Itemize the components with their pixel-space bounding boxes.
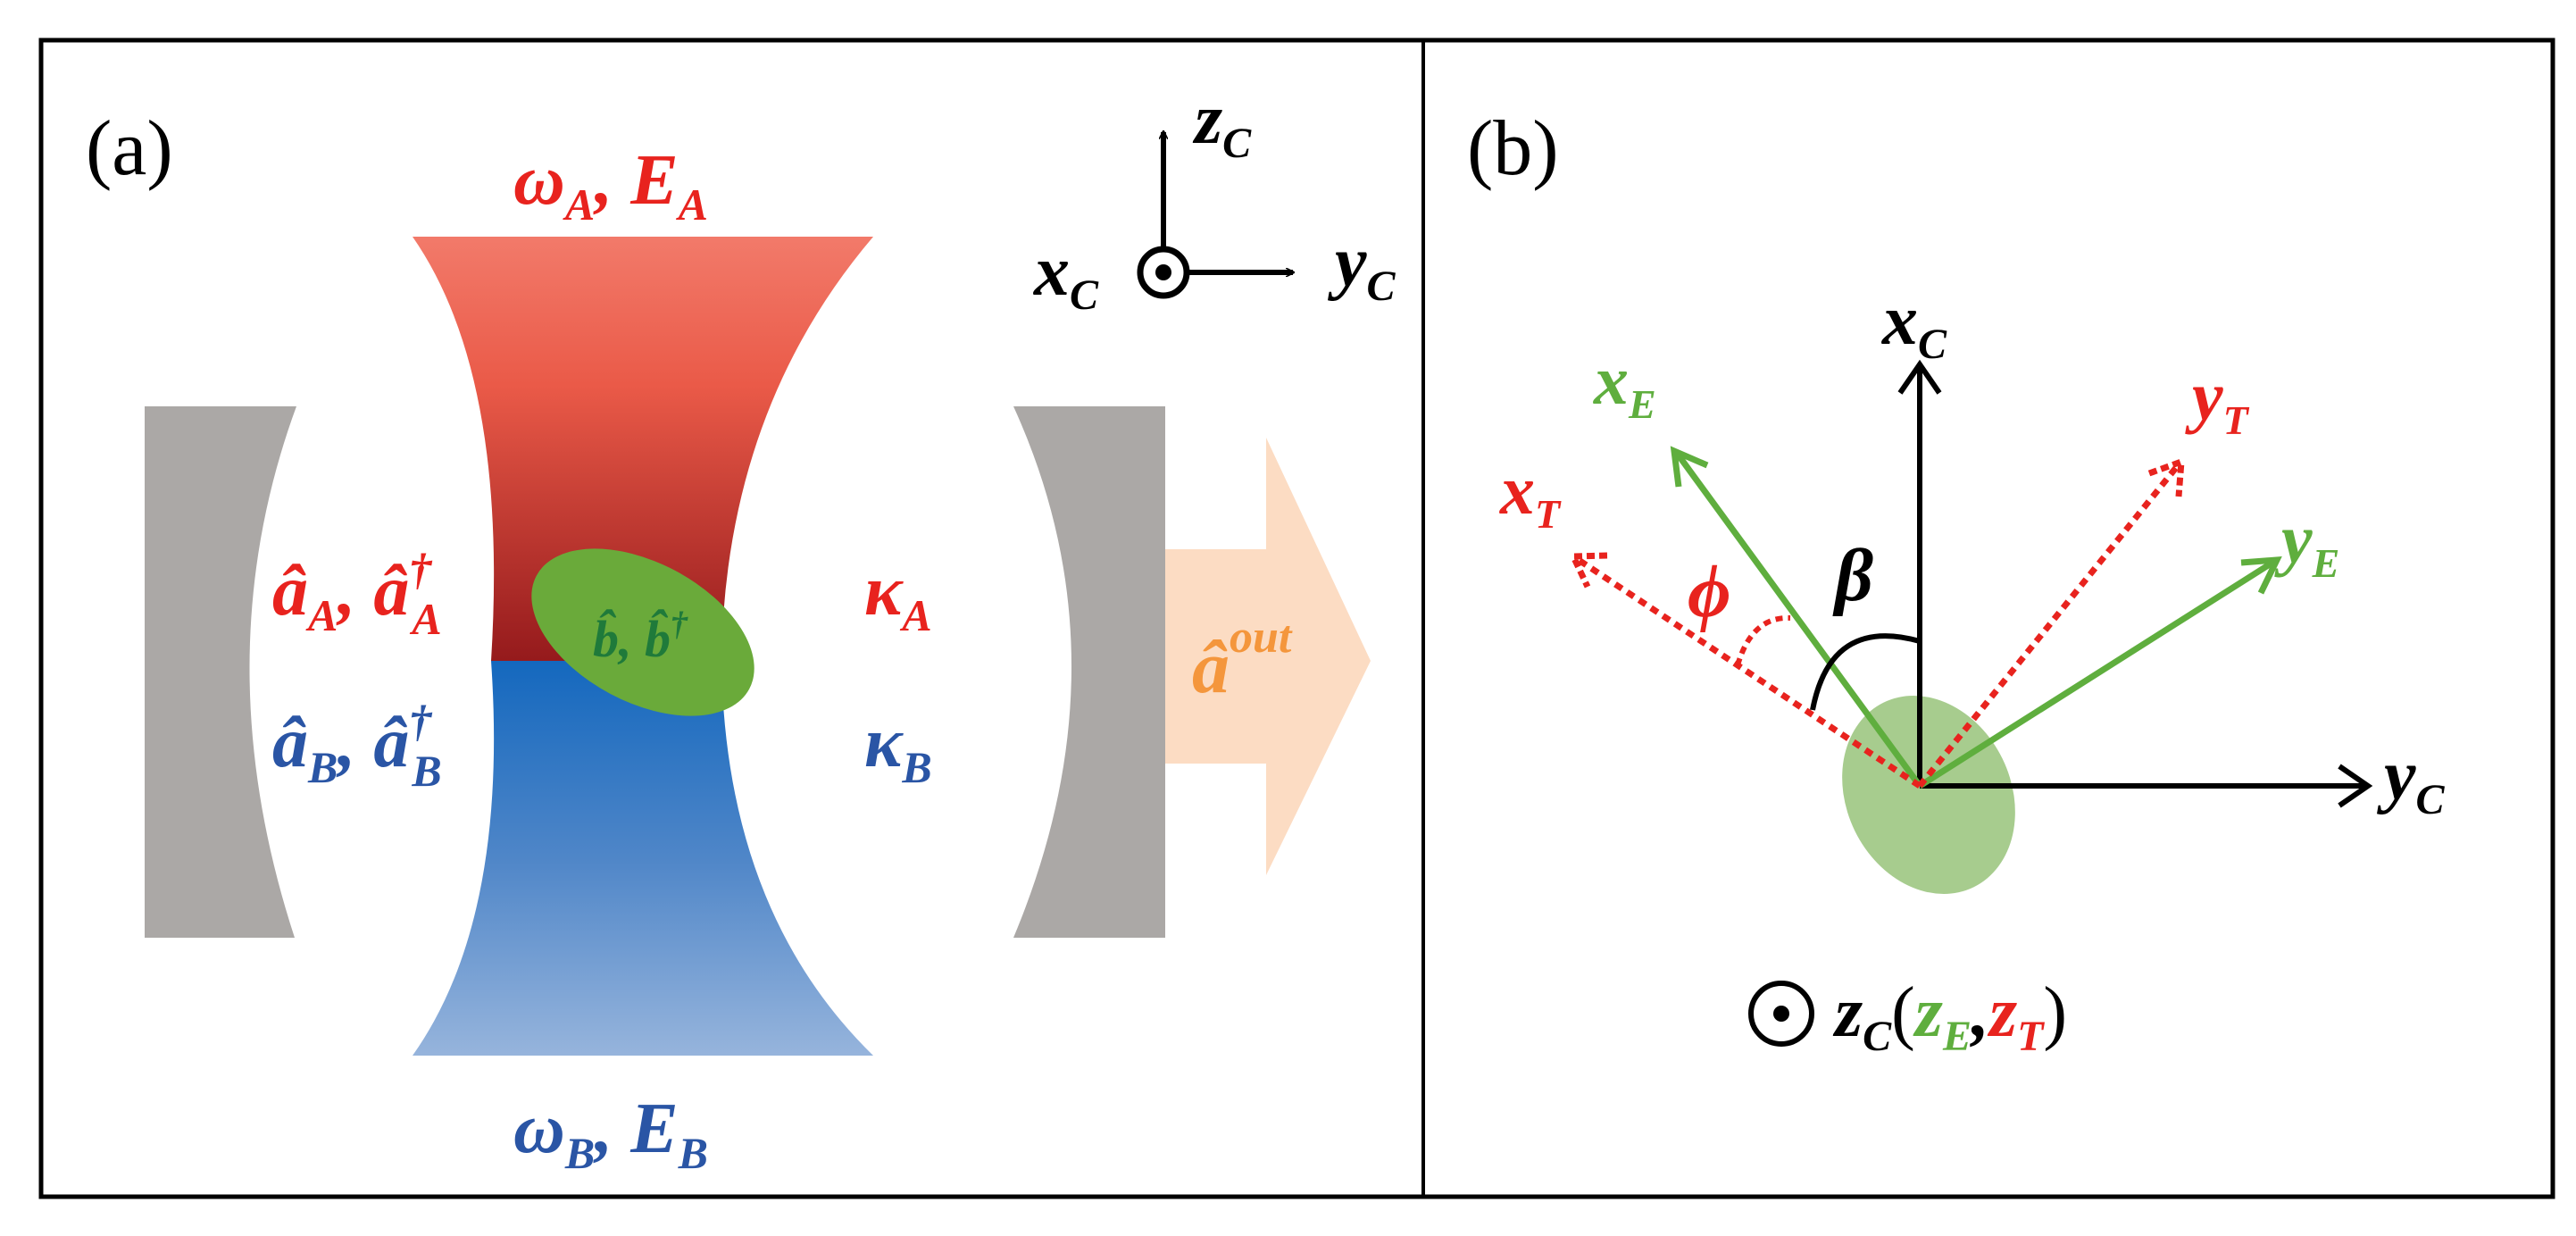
panel-b-label: (b) <box>1467 105 1559 192</box>
emitter-operators: b̂, b̂† <box>593 605 688 668</box>
axis-xt-arrow <box>1574 555 1922 789</box>
angle-beta-arc <box>1810 633 1921 711</box>
axes-a: zC xC yC <box>1033 80 1396 319</box>
axis-xe-arrow <box>1676 453 1922 789</box>
outer-frame <box>38 38 2555 1199</box>
angle-beta-label: β <box>1832 534 1873 617</box>
z-axes-label: zC(zE,zT) <box>1832 973 2067 1060</box>
axis-xe-label: xE <box>1593 341 1656 427</box>
axis-z-label: zC <box>1192 80 1252 167</box>
decay-b: κB <box>864 704 932 792</box>
emitter-ellipse-b <box>1842 696 2015 894</box>
axis-xc-label: xC <box>1881 281 1947 368</box>
axis-ye-arrow <box>1918 560 2274 789</box>
panel-a-label: (a) <box>86 105 173 192</box>
axis-xe-arrowhead <box>1670 446 1709 488</box>
angle-phi-label: ϕ <box>1688 550 1731 633</box>
axis-xt-label: xT <box>1499 451 1562 537</box>
axis-yc-arrowhead <box>2338 764 2373 808</box>
right-mirror <box>1013 406 1165 938</box>
mode-a-beam <box>413 237 873 661</box>
operators-a: âA, â†A <box>272 544 442 644</box>
decay-a: κA <box>864 552 932 640</box>
emitter-ellipse <box>531 548 754 716</box>
panel-b: (b) xC yC xE yE xT yT ϕ β zC(zE,zT) <box>1467 105 2446 1060</box>
operators-b: âB, â†B <box>272 696 442 796</box>
z-dot <box>1773 1006 1789 1022</box>
output-field-label: âout <box>1192 612 1293 709</box>
axis-x-label: xC <box>1033 232 1099 319</box>
axis-ye-label: yE <box>2274 500 2339 586</box>
left-mirror <box>145 406 296 938</box>
axis-xt-arrowhead <box>1568 552 1608 589</box>
axis-yt-arrow <box>1917 462 2181 789</box>
axis-ye-arrowhead <box>2240 556 2282 595</box>
mode-b-beam <box>413 661 873 1056</box>
axis-x-dot <box>1155 264 1171 280</box>
axis-yt-label: yT <box>2185 357 2250 443</box>
mode-b-label: ωB, EB <box>513 1090 708 1178</box>
axis-yt-arrowhead <box>2147 456 2185 497</box>
output-arrow <box>1165 438 1371 875</box>
angle-phi-arc <box>1735 614 1791 666</box>
panel-a: (a) b̂, b̂† ωA, EA ωB, EB âA, â†A âB, â†… <box>86 80 1396 1178</box>
axis-y-label: yC <box>1327 223 1396 310</box>
axis-xc-arrowhead <box>1897 359 1942 395</box>
mode-a-label: ωA, EA <box>513 141 708 230</box>
axis-yc-label: yC <box>2376 737 2446 823</box>
